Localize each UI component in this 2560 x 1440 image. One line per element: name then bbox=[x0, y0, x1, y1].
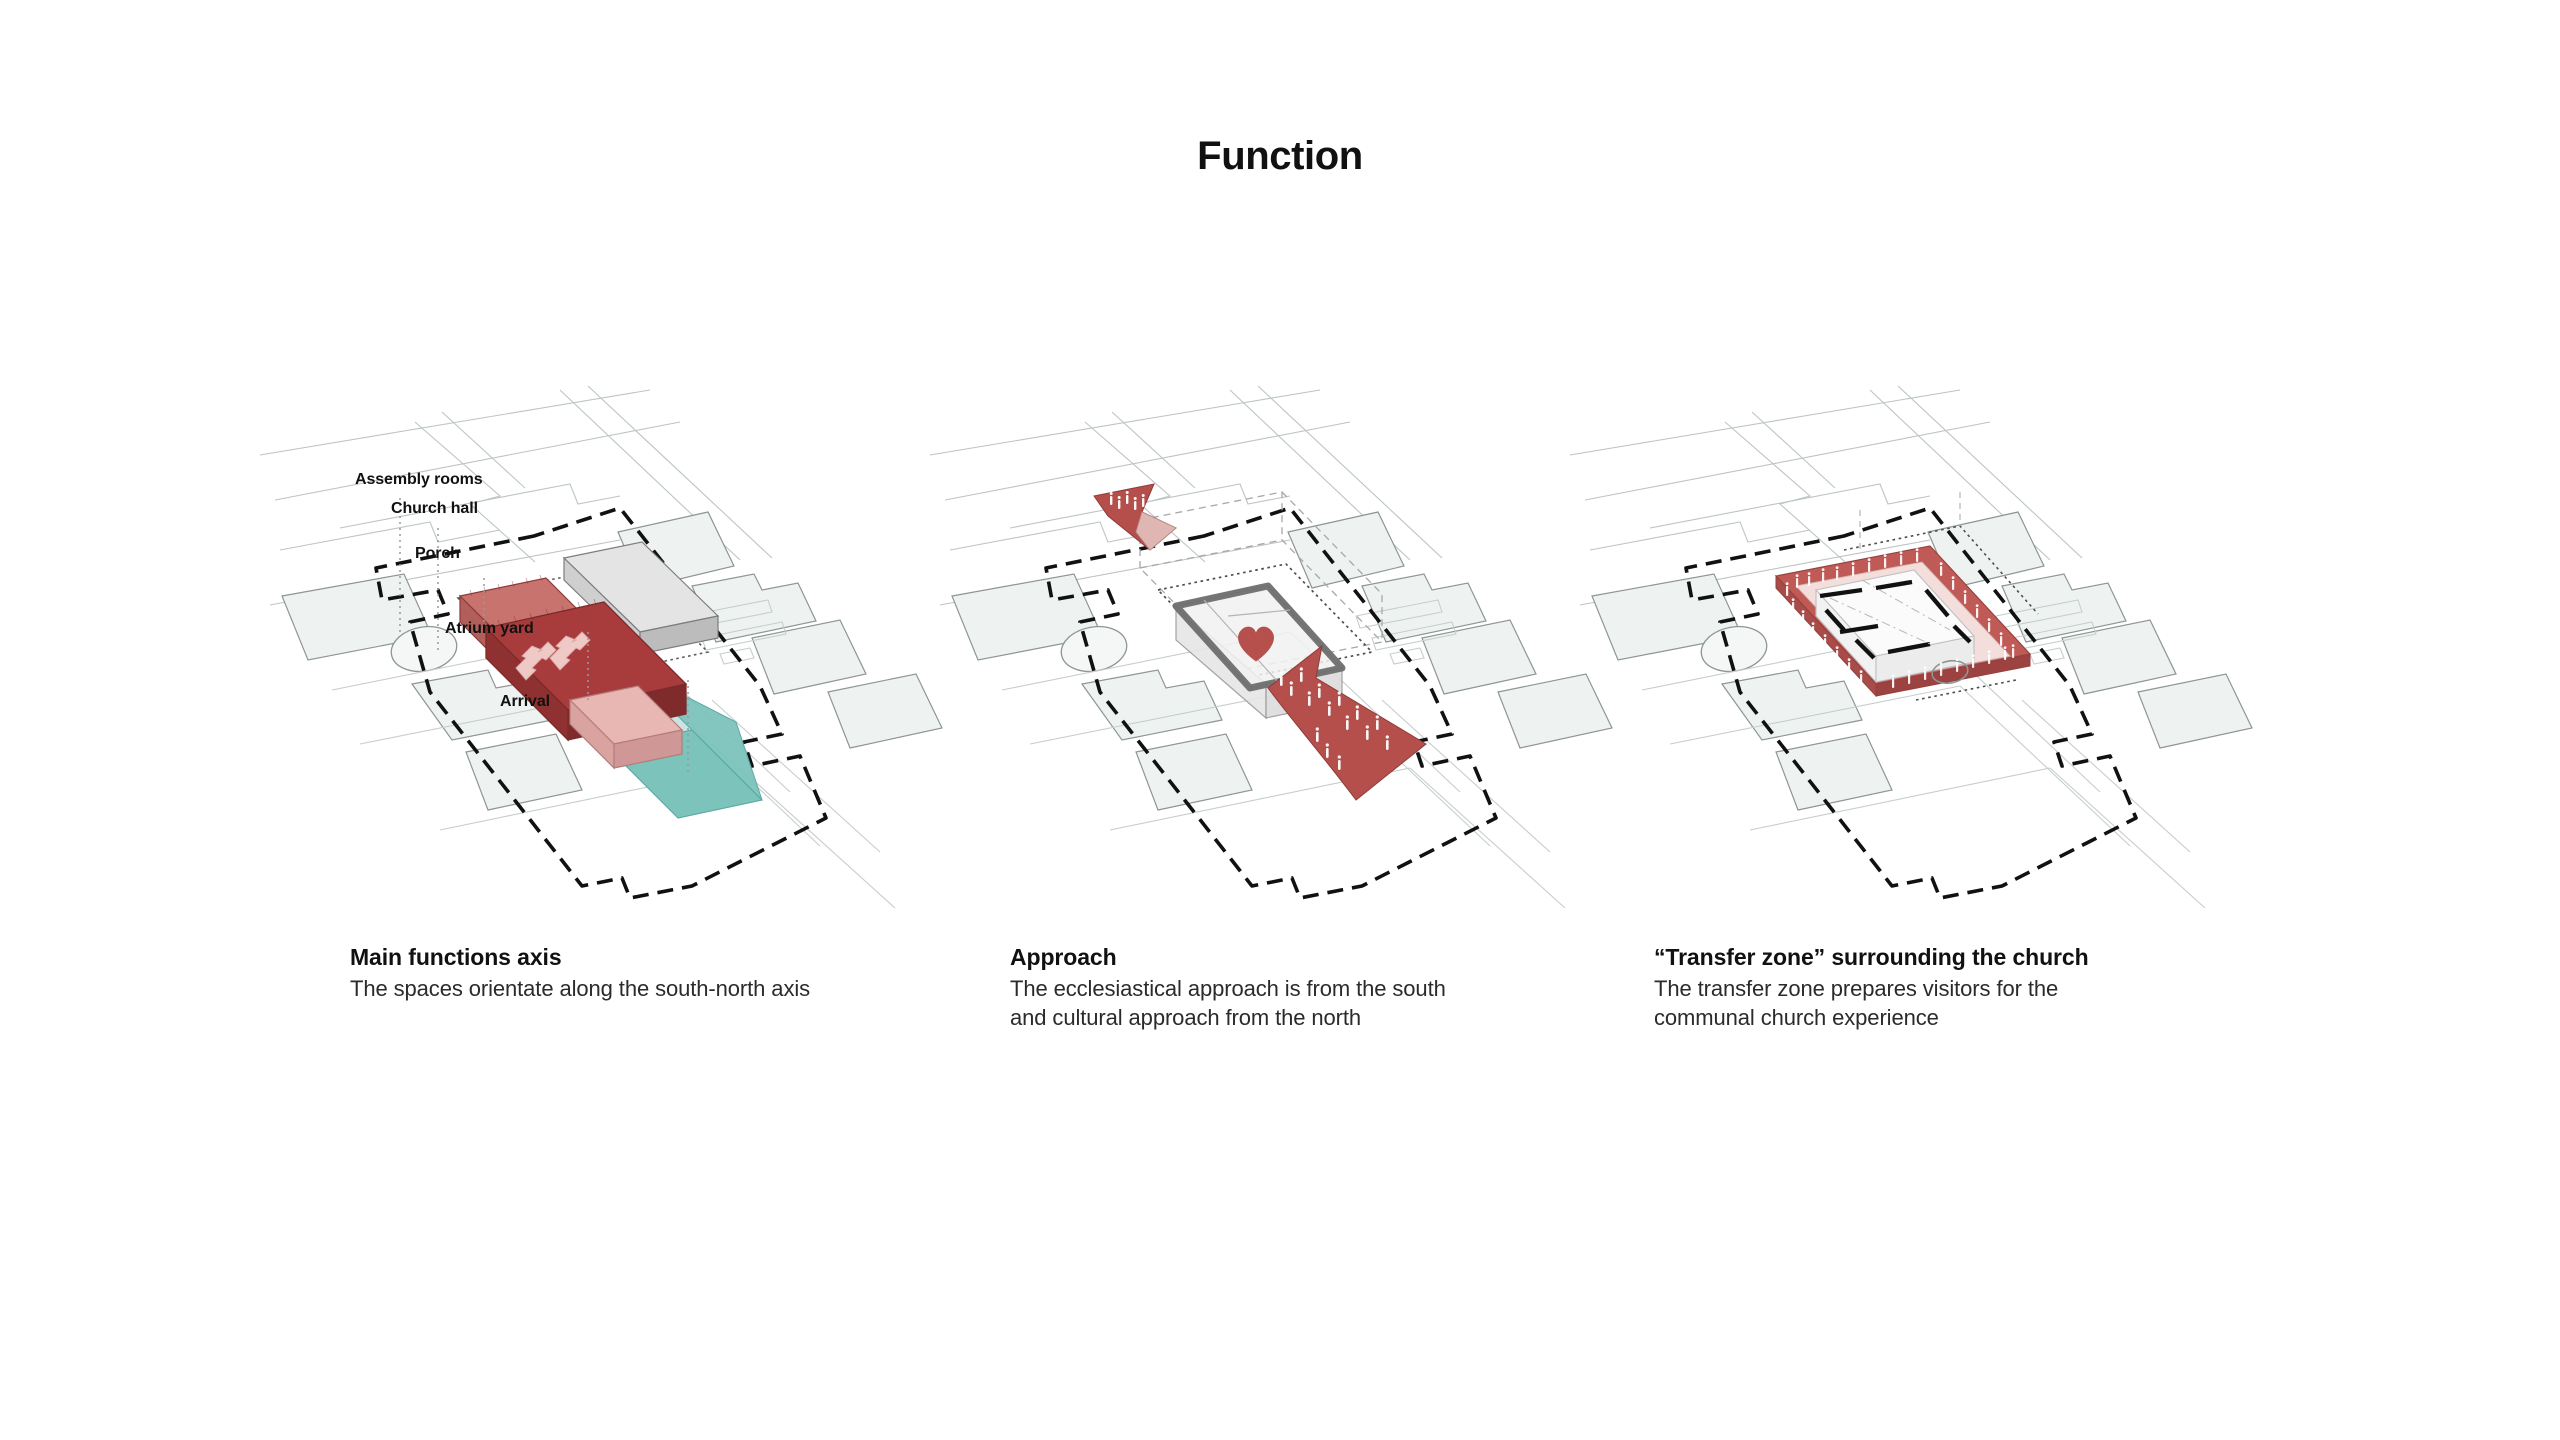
panel-approach: Approach The ecclesiastical approach is … bbox=[929, 385, 1690, 1040]
caption-line: The ecclesiastical approach is from the … bbox=[1010, 975, 1446, 1001]
callout-assembly-rooms: Assembly rooms bbox=[355, 471, 483, 488]
approach-arrow-south bbox=[1267, 644, 1427, 801]
building-footprint-dotted bbox=[1156, 563, 1374, 679]
page-title: Function bbox=[1197, 134, 1363, 178]
church-plan bbox=[1814, 569, 1976, 684]
caption-line: The spaces orientate along the south-nor… bbox=[350, 975, 811, 1001]
heart-icon bbox=[1238, 626, 1274, 662]
caption-body: The ecclesiastical approach is from the … bbox=[1010, 974, 1650, 1032]
panel-main-functions-axis: Assembly rooms Church hall Porch Atrium … bbox=[259, 385, 1020, 1040]
caption-line: and cultural approach from the north bbox=[1010, 1004, 1362, 1030]
axis-arrows bbox=[515, 631, 591, 681]
massing-envelope-ghost bbox=[1138, 491, 1384, 671]
caption-title: Main functions axis bbox=[350, 944, 562, 970]
caption-approach: Approach The ecclesiastical approach is … bbox=[1010, 943, 1650, 1032]
callout-church-hall: Church hall bbox=[391, 500, 478, 517]
approach-arrow-north bbox=[1093, 483, 1177, 551]
transfer-zone-figures bbox=[1785, 548, 2015, 688]
diagram-approach bbox=[929, 385, 1690, 960]
caption-transfer-zone: “Transfer zone” surrounding the church T… bbox=[1654, 943, 2294, 1032]
callout-porch: Porch bbox=[415, 545, 460, 562]
site-boundary bbox=[1044, 506, 1498, 900]
site-boundary bbox=[1684, 506, 2138, 900]
volume-porch-lower bbox=[568, 685, 684, 770]
callout-atrium-yard: Atrium yard bbox=[445, 620, 534, 637]
callout-leaders bbox=[399, 498, 689, 772]
caption-line: The transfer zone prepares visitors for … bbox=[1654, 975, 2059, 1001]
diagram-transfer-zone bbox=[1569, 385, 2330, 960]
caption-body: The spaces orientate along the south-nor… bbox=[350, 974, 990, 1003]
caption-title: “Transfer zone” surrounding the church bbox=[1654, 944, 2089, 970]
courtyard-circle bbox=[1931, 659, 1969, 685]
callout-arrival: Arrival bbox=[500, 693, 550, 710]
caption-title: Approach bbox=[1010, 944, 1117, 970]
diagram-main-functions-axis bbox=[259, 385, 1020, 960]
caption-body: The transfer zone prepares visitors for … bbox=[1654, 974, 2294, 1032]
panel-transfer-zone: “Transfer zone” surrounding the church T… bbox=[1569, 385, 2330, 1040]
caption-main-functions-axis: Main functions axis The spaces orientate… bbox=[350, 943, 990, 1003]
caption-line: communal church experience bbox=[1654, 1004, 1939, 1030]
